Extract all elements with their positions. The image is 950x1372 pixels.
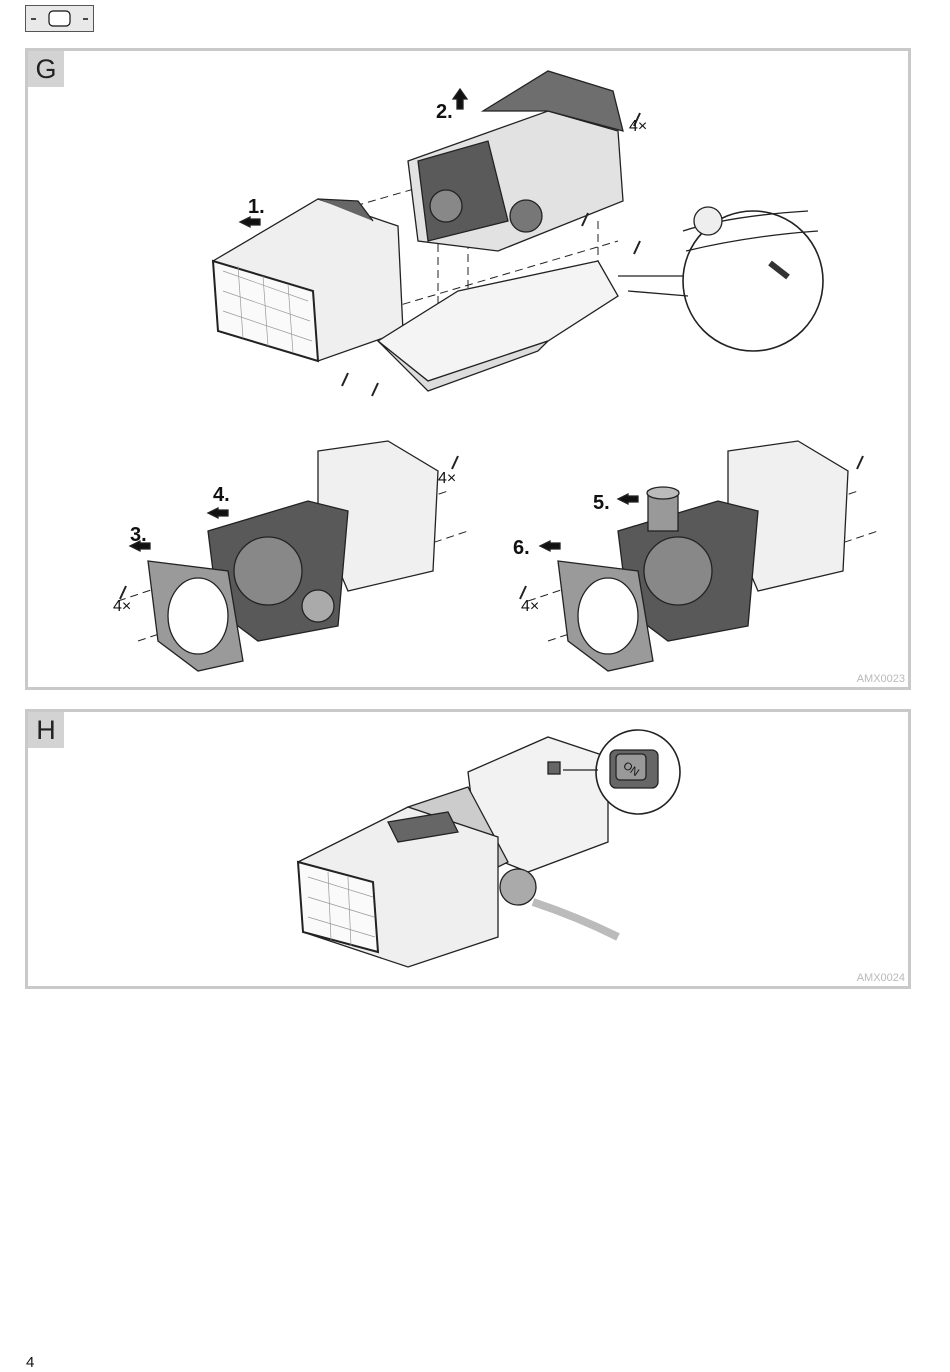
panel-h: ON H AMX0024 (25, 709, 911, 989)
arrow-left-icon (208, 508, 228, 518)
quantity-label: 4× (521, 598, 539, 615)
quantity-label: 4× (438, 470, 456, 487)
assembly-left (118, 441, 468, 671)
arrow-up-icon (453, 89, 467, 109)
assembly-illustration-g: 1. 2. 3. 4. 5. 6. 4× 4× 4× 4× (28, 51, 908, 687)
panel-letter: H (28, 712, 64, 748)
step-label: 4. (213, 484, 230, 506)
figure-code: AMX0024 (857, 972, 905, 984)
arrow-left-icon (240, 217, 260, 227)
panel-letter: G (28, 51, 64, 87)
assembly-right (520, 441, 878, 671)
screw-icon (857, 456, 863, 469)
arrow-right-icon (618, 494, 638, 504)
pump-body (408, 71, 623, 251)
page-number: 4 (26, 1354, 34, 1371)
quantity-label: 4× (629, 118, 647, 135)
step-label: 2. (436, 101, 453, 123)
figure-code: AMX0023 (857, 673, 905, 685)
panel-g: 1. 2. 3. 4. 5. 6. 4× 4× 4× 4× G AMX0023 (25, 48, 911, 690)
base-plate (378, 261, 618, 391)
exploded-assembly (213, 71, 823, 396)
device-symbol-badge (25, 5, 94, 32)
detail-magnifier (618, 207, 823, 351)
assembly-illustration-h: ON (28, 712, 908, 986)
device-outline-icon (26, 6, 93, 31)
switch-icon (548, 762, 560, 774)
step-label: 6. (513, 537, 530, 559)
step-label: 1. (248, 196, 265, 218)
quantity-label: 4× (113, 598, 131, 615)
screw-icon (452, 456, 458, 469)
step-label: 5. (593, 492, 610, 514)
arrow-right-icon (540, 541, 560, 551)
step-label: 3. (130, 524, 147, 546)
